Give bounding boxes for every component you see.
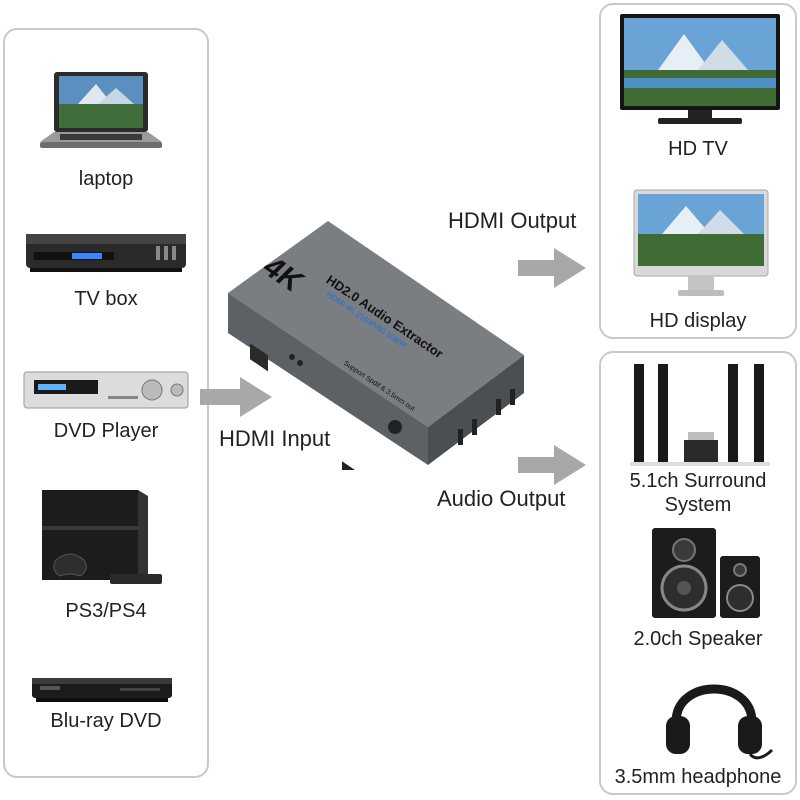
audio-output-label-surround-line2: System [664, 494, 732, 516]
audio-extractor-device [220, 215, 530, 470]
source-label-bluray-dvd: Blu-ray DVD [50, 710, 162, 732]
audio-output-label: Audio Output [437, 486, 566, 511]
video-output-label-hd-display: HD display [649, 310, 747, 332]
audio-output-label-headphone: 3.5mm headphone [614, 766, 782, 788]
source-label-ps3-ps4: PS3/PS4 [65, 600, 147, 622]
dvd-player-icon [22, 370, 190, 412]
source-label-dvd-player: DVD Player [53, 420, 159, 442]
game-console-icon [38, 488, 168, 588]
tv-icon [618, 12, 782, 130]
source-label-laptop: laptop [78, 168, 134, 190]
hdmi-output-label: HDMI Output [448, 208, 577, 233]
video-output-label-hd-tv: HD TV [668, 138, 728, 160]
speaker-icon [650, 526, 762, 622]
surround-speakers-icon [628, 362, 774, 468]
tv-box-icon [22, 230, 190, 276]
hdmi-input-arrow [200, 377, 274, 417]
laptop-icon [38, 70, 164, 162]
audio-output-label-surround-line1: 5.1ch Surround [629, 470, 767, 492]
source-label-tv-box: TV box [74, 288, 138, 310]
bluray-player-icon [30, 676, 174, 706]
audio-output-arrow [518, 445, 588, 485]
hdmi-input-label: HDMI Input [219, 426, 331, 451]
audio-output-label-stereo-speaker: 2.0ch Speaker [633, 628, 763, 650]
headphone-icon [660, 660, 774, 764]
monitor-icon [632, 188, 770, 300]
hdmi-output-arrow [518, 248, 588, 288]
